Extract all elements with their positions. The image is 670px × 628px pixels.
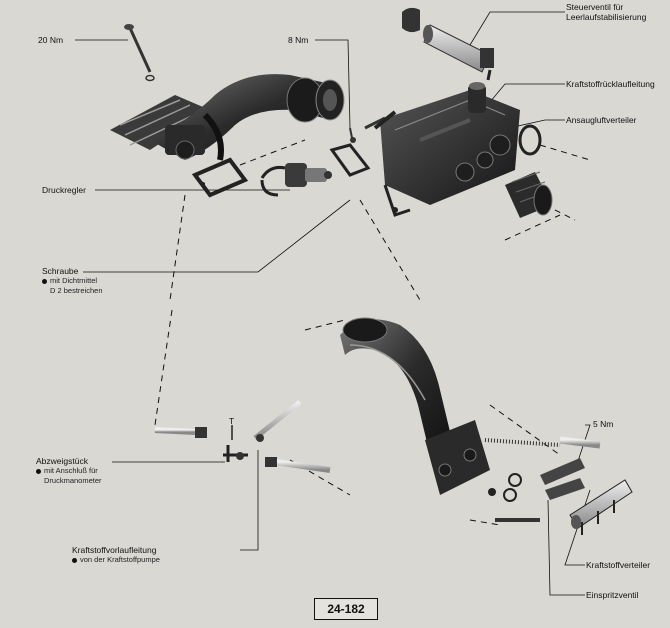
label-vorlauf: Kraftstoffvorlaufleitung von der Kraftst…	[72, 545, 160, 565]
label-abzweigstueck: Abzweigstück mit Anschluß für Druckmanom…	[36, 456, 102, 486]
label-schraube-title: Schraube	[42, 266, 79, 276]
bolt-20nm	[124, 24, 155, 82]
label-druckregler: Druckregler	[42, 185, 86, 195]
label-steuerventil-line2: Leerlaufstabilisierung	[566, 12, 647, 22]
label-schraube-note: mit Dichtmittel	[42, 276, 103, 286]
label-steuerventil: Steuerventil für Leerlaufstabilisierung	[566, 2, 646, 22]
bullet-icon	[36, 468, 41, 474]
bolts-fuel-rail	[484, 436, 601, 522]
intake-air-distributor	[364, 82, 520, 217]
label-abzweig-note-2: Druckmanometer	[44, 476, 102, 485]
label-kraftstoffruecklauf: Kraftstoffrücklaufleitung	[566, 79, 655, 89]
label-t-mark: T	[229, 416, 235, 426]
label-vorlauf-note: von der Kraftstoffpumpe	[72, 555, 160, 565]
figure-number: 24-182	[314, 598, 378, 620]
leader-lines	[75, 11, 591, 596]
gasket-left	[191, 157, 249, 198]
bolt-8nm	[349, 127, 356, 143]
label-kraftstoffverteiler: Kraftstoffverteiler	[586, 560, 651, 570]
label-schraube-note-2: D 2 bestreichen	[50, 286, 103, 295]
label-torque-20nm: 20 Nm	[38, 35, 64, 45]
label-schraube: Schraube mit Dichtmittel D 2 bestreichen	[42, 266, 103, 296]
label-abzweigstueck-title: Abzweigstück	[36, 456, 88, 466]
label-schraube-note-1: mit Dichtmittel	[50, 276, 98, 285]
throttle-intake-assembly	[110, 74, 345, 161]
label-ansaugluftverteiler: Ansaugluftverteiler	[566, 115, 637, 125]
label-steuerventil-line1: Steuerventil für	[566, 2, 624, 12]
label-torque-5nm: 5 Nm	[593, 419, 614, 429]
fuel-feed-parts	[154, 400, 331, 473]
bullet-icon	[72, 557, 77, 563]
label-vorlauf-note-1: von der Kraftstoffpumpe	[80, 555, 160, 564]
gasket-small	[329, 143, 371, 177]
label-einspritzventil: Einspritzventil	[586, 590, 639, 600]
label-torque-8nm: 8 Nm	[288, 35, 309, 45]
fuel-return-pipe	[373, 110, 397, 130]
label-abzweig-note: mit Anschluß für	[36, 466, 102, 476]
intake-manifold-pipe	[340, 317, 490, 495]
injectors	[488, 458, 585, 502]
idle-control-valve	[402, 7, 494, 81]
label-vorlauf-title: Kraftstoffvorlaufleitung	[72, 545, 157, 555]
label-abzweig-note-1: mit Anschluß für	[44, 466, 98, 475]
bullet-icon	[42, 278, 47, 284]
hose-clamp-right	[518, 124, 542, 156]
pressure-regulator	[260, 163, 332, 197]
fuel-rail	[569, 479, 633, 535]
rubber-boot	[505, 171, 553, 218]
